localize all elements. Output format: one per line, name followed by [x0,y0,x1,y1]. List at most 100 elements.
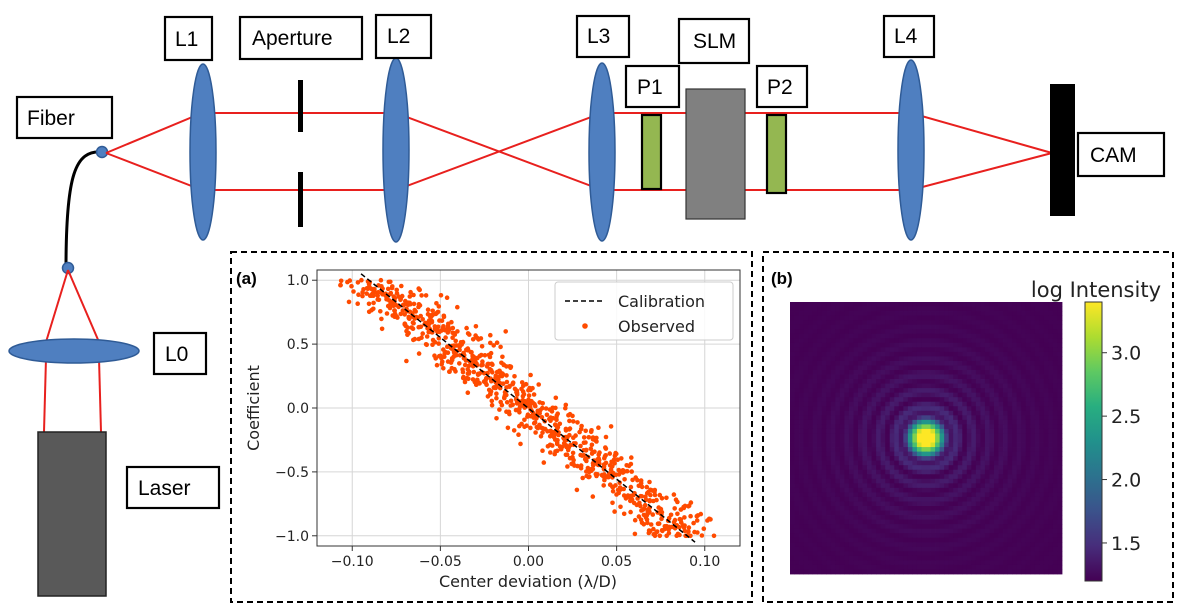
panel-b-frame [762,251,1174,603]
heatmap-cell [916,333,922,339]
heatmap-cell [903,542,909,548]
heatmap-cell [989,569,995,575]
heatmap-cell [921,555,927,561]
heatmap-cell [1030,533,1036,539]
heatmap-cell [1021,492,1027,498]
heatmap-cell [821,333,827,339]
heatmap-cell [994,306,999,312]
heatmap-cell [1012,442,1018,448]
heatmap-cell [826,515,832,520]
heatmap-cell [826,338,832,344]
heatmap-cell [966,564,972,570]
heatmap-cell [975,306,981,312]
heatmap-cell [871,433,877,439]
heatmap-cell [821,410,827,416]
heatmap-cell [1012,424,1018,430]
heatmap-cell [830,456,836,462]
heatmap-cell [939,465,945,471]
heatmap-cell [939,370,945,375]
heatmap-cell [930,447,936,452]
heatmap-cell [984,478,990,484]
heatmap-cell [1003,560,1008,566]
heatmap-cell [948,320,954,326]
label-l0: L0 [152,331,208,376]
heatmap-cell [980,333,986,339]
observed-point [403,301,408,307]
heatmap-cell [853,492,859,498]
heatmap-cell [817,496,823,502]
heatmap-cell [944,360,950,366]
heatmap-cell [821,379,827,384]
heatmap-cell [975,311,981,316]
heatmap-cell [962,315,968,321]
heatmap-cell [790,447,795,452]
heatmap-cell [1048,483,1054,489]
heatmap-cell [998,338,1004,344]
heatmap-cell [935,438,940,443]
heatmap-cell [839,424,845,430]
heatmap-cell [858,415,863,421]
heatmap-cell [930,329,936,335]
heatmap-cell [812,324,818,330]
observed-point [590,494,596,499]
heatmap-cell [812,564,818,570]
observed-point [416,351,422,356]
heatmap-cell [907,415,913,421]
heatmap-cell [984,333,990,339]
observed-point [407,309,413,315]
heatmap-cell [876,333,882,339]
heatmap-cell [989,533,995,539]
heatmap-cell [1057,542,1063,548]
heatmap-cell [839,533,845,539]
heatmap-cell [1034,519,1040,525]
heatmap-cell [966,347,972,353]
heatmap-cell [862,397,868,403]
heatmap-cell [812,388,818,394]
heatmap-cell [803,356,809,362]
heatmap-cell [1039,537,1045,543]
observed-point [364,291,370,296]
heatmap-cell [957,469,963,475]
heatmap-cell [858,428,863,434]
heatmap-cell [1007,551,1013,557]
heatmap-cell [799,347,804,353]
heatmap-cell [966,478,972,484]
heatmap-cell [962,360,968,366]
heatmap-cell [812,533,818,539]
heatmap-cell [848,501,854,507]
heatmap-cell [1003,311,1008,316]
heatmap-cell [821,324,827,330]
heatmap-cell [803,506,809,511]
heatmap-cell [939,320,945,326]
heatmap-cell [903,460,909,466]
heatmap-cell [803,496,809,502]
heatmap-cell [790,564,795,570]
heatmap-cell [921,342,927,348]
heatmap-cell [799,356,804,362]
heatmap-cell [821,555,827,561]
observed-point [404,358,409,364]
heatmap-cell [903,546,909,552]
heatmap-cell [994,555,999,561]
heatmap-cell [889,374,895,380]
heatmap-cell [898,524,904,530]
heatmap-cell [1048,315,1054,321]
heatmap-cell [876,456,882,462]
heatmap-cell [808,483,814,489]
heatmap-cell [948,315,954,321]
heatmap-cell [1025,415,1031,421]
heatmap-cell [975,560,981,566]
heatmap-psf [790,302,1063,575]
heatmap-cell [1012,537,1018,543]
heatmap-cell [844,388,850,394]
heatmap-cell [962,433,968,439]
heatmap-cell [971,342,977,348]
heatmap-cell [912,537,918,543]
heatmap-cell [867,515,872,520]
heatmap-cell [948,542,954,548]
heatmap-cell [790,456,795,462]
heatmap-cell [839,374,845,380]
heatmap-cell [839,433,845,439]
heatmap-cell [921,515,927,520]
